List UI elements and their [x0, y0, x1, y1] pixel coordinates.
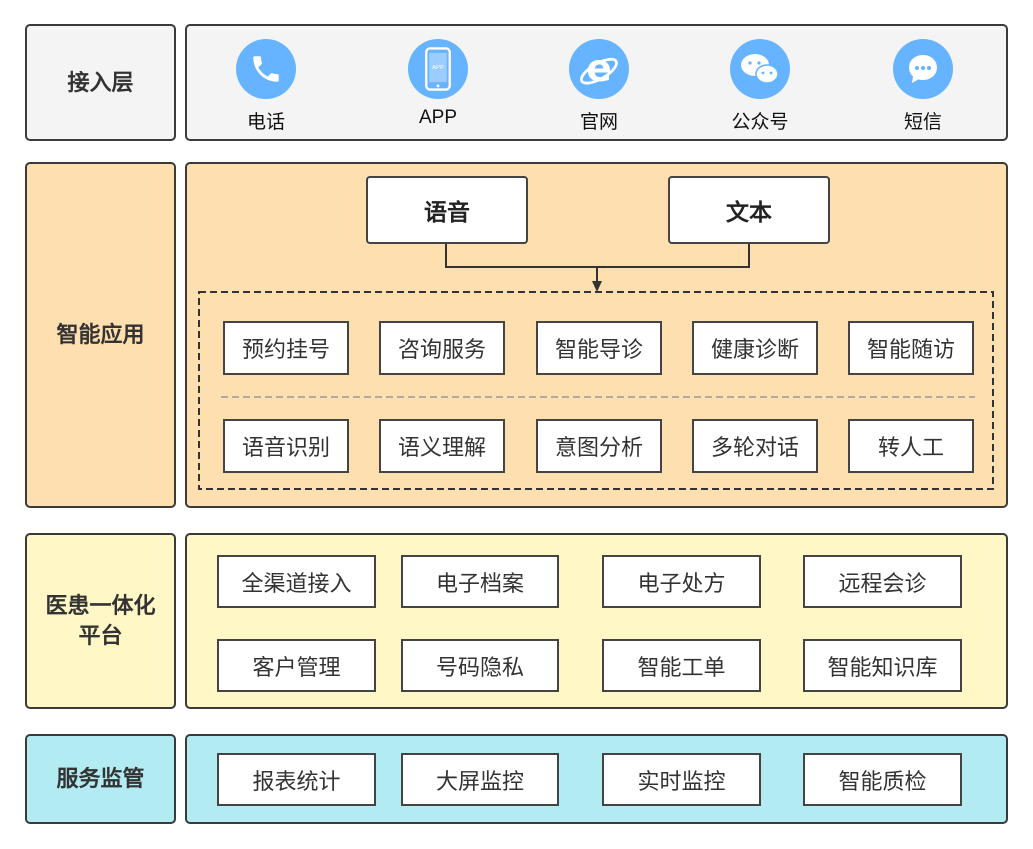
- service-box: 预约挂号: [223, 321, 349, 375]
- channel-label: 电话: [246, 112, 285, 133]
- channel-label: 短信: [903, 112, 942, 133]
- sms-icon: [893, 39, 953, 99]
- service-box: 智能导诊: [536, 321, 662, 375]
- capability-box: 语音识别: [223, 419, 349, 473]
- platform-box: 电子档案: [401, 555, 559, 608]
- capability-box: 多轮对话: [692, 419, 818, 473]
- platform-box: 全渠道接入: [217, 555, 376, 608]
- monitor-box: 报表统计: [217, 753, 376, 806]
- monitor-box: 实时监控: [602, 753, 761, 806]
- capability-box: 转人工: [848, 419, 974, 473]
- channel-label: APP: [418, 107, 458, 128]
- voice-input-box: 语音: [366, 176, 528, 244]
- service-box: 智能随访: [848, 321, 974, 375]
- browser-ie-icon: e: [569, 39, 629, 99]
- access-layer-label: 接入层: [25, 24, 176, 141]
- platform-box: 电子处方: [602, 555, 761, 608]
- monitor-title: 服务监管: [56, 766, 145, 791]
- platform-box: 远程会诊: [803, 555, 962, 608]
- service-box: 咨询服务: [379, 321, 505, 375]
- app-badge-text: APP: [432, 65, 444, 71]
- platform-box: 客户管理: [217, 639, 376, 692]
- monitor-box: 智能质检: [803, 753, 962, 806]
- monitor-box: 大屏监控: [401, 753, 559, 806]
- monitor-layer-label: 服务监管: [25, 734, 176, 824]
- smart-app-title: 智能应用: [56, 322, 145, 347]
- capability-box: 意图分析: [536, 419, 662, 473]
- platform-box: 智能工单: [602, 639, 761, 692]
- platform-box: 智能知识库: [803, 639, 962, 692]
- channel-label: 公众号: [731, 112, 789, 133]
- service-box: 健康诊断: [692, 321, 818, 375]
- smart-app-layer-label: 智能应用: [25, 162, 176, 508]
- platform-box: 号码隐私: [401, 639, 559, 692]
- channel-label: 官网: [579, 112, 618, 133]
- access-layer-panel: 电话 APP APP e 官网 公众号 短信: [185, 24, 1008, 141]
- text-input-box: 文本: [668, 176, 830, 244]
- mobile-app-icon: APP: [408, 39, 468, 99]
- platform-title: 医患一体化平台: [45, 593, 156, 648]
- capability-box: 语义理解: [379, 419, 505, 473]
- phone-icon: [236, 39, 296, 99]
- access-layer-title: 接入层: [67, 69, 134, 95]
- wechat-icon: [730, 39, 790, 99]
- platform-layer-label: 医患一体化平台: [25, 533, 176, 709]
